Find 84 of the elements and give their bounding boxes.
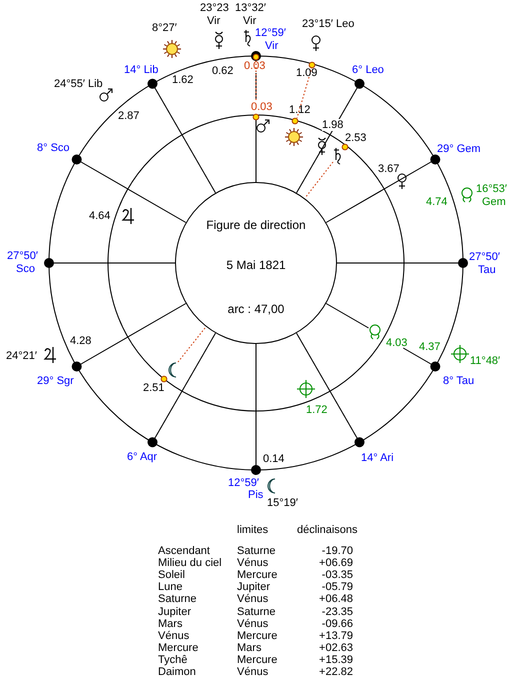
- value-label: 0.14: [263, 453, 284, 465]
- table-cell: Mercure: [237, 569, 278, 582]
- table-cell: +06.48: [319, 593, 353, 606]
- row-label: Jupiter: [158, 606, 192, 618]
- table-cell: +13.79: [319, 630, 353, 642]
- cusp-label: 6° Aqr: [127, 451, 158, 463]
- cusp-label: 27°50′: [469, 251, 500, 263]
- value-label: 4.74: [426, 196, 448, 208]
- value-label: 2.87: [118, 110, 140, 122]
- row-label: Soleil: [158, 569, 185, 582]
- value-label: 0.03: [251, 101, 272, 113]
- row-label: Mercure: [158, 642, 198, 654]
- table-cell: +06.69: [319, 557, 353, 570]
- column-header: déclinaisons: [297, 524, 358, 536]
- row-label: Milieu du ciel: [158, 557, 222, 570]
- value-label: 11°48′: [470, 355, 500, 367]
- table-cell: Vénus: [237, 618, 268, 630]
- value-label: 13°32′: [235, 2, 266, 14]
- value-label: 2.51: [143, 382, 164, 394]
- column-header: limites: [237, 524, 268, 536]
- value-label: 15°19′: [267, 497, 298, 509]
- table-cell: +15.39: [319, 654, 353, 666]
- cusp-label: 8° Sco: [37, 142, 70, 154]
- value-label: 4.28: [70, 335, 92, 347]
- value-label: 24°55′ Lib: [54, 78, 103, 90]
- cusp-label: 14° Ari: [361, 452, 394, 464]
- row-label: Mars: [158, 618, 182, 630]
- table-cell: Mercure: [237, 630, 278, 642]
- table-cell: Mercure: [237, 654, 278, 666]
- value-label: 4.37: [419, 341, 440, 353]
- table-cell: Mars: [237, 642, 262, 654]
- table-cell: -09.66: [322, 618, 353, 630]
- table-cell: -19.70: [322, 545, 353, 557]
- chart-arc: arc : 47,00: [226, 302, 286, 316]
- value-label: 1.72: [306, 404, 328, 416]
- row-label: Tychê: [158, 654, 188, 666]
- value-label: 4.03: [386, 337, 408, 349]
- table-cell: Vénus: [237, 557, 268, 570]
- row-label: Lune: [158, 581, 182, 594]
- cusp-label: 29° Gem: [437, 143, 481, 155]
- cusp-label: 8° Tau: [443, 375, 474, 387]
- row-label: Saturne: [158, 593, 197, 606]
- cusp-label: 12°59′: [228, 477, 259, 489]
- table-cell: -03.35: [322, 569, 353, 582]
- row-label: Vénus: [158, 630, 190, 642]
- table-cell: -05.79: [322, 581, 353, 594]
- value-label: 2.53: [345, 132, 366, 144]
- table-cell: Jupiter: [237, 581, 270, 594]
- cusp-label: 6° Leo: [352, 64, 384, 76]
- cusp-label: Pis: [248, 489, 264, 501]
- cusp-label: Vir: [265, 40, 278, 52]
- table-cell: Saturne: [237, 545, 276, 557]
- value-label: 0.03: [244, 60, 266, 72]
- cusp-label: 27°50′: [7, 250, 38, 262]
- value-label: 23°15′ Leo: [302, 18, 354, 30]
- cusp-label: Tau: [478, 264, 496, 276]
- table-cell: +22.82: [319, 666, 353, 678]
- value-label: 24°21′: [6, 350, 37, 362]
- value-label: Vir: [207, 15, 220, 27]
- table-cell: Vénus: [237, 666, 268, 678]
- value-label: 1.12: [289, 104, 310, 116]
- table-cell: Saturne: [237, 606, 276, 618]
- value-label: Gem: [482, 196, 506, 208]
- table-cell: -23.35: [322, 606, 353, 618]
- cusp-label: 29° Sgr: [37, 375, 74, 387]
- value-label: 1.09: [296, 67, 318, 79]
- chart-title: Figure de direction: [205, 218, 307, 232]
- cusp-label: Sco: [16, 263, 35, 275]
- cusp-label: 14° Lib: [124, 64, 158, 76]
- value-label: 23°23: [200, 2, 229, 14]
- chart-date: 5 Mai 1821: [225, 258, 287, 272]
- value-label: 1.62: [172, 74, 194, 86]
- value-label: 16°53′: [476, 183, 507, 195]
- table-cell: Vénus: [237, 593, 268, 606]
- value-label: Vir: [243, 15, 256, 27]
- row-label: Ascendant: [158, 545, 210, 557]
- table-cell: +02.63: [319, 642, 353, 654]
- value-label: 8°27′: [152, 22, 177, 34]
- value-label: 3.67: [378, 163, 400, 175]
- cusp-label: 12°59′: [255, 27, 286, 39]
- row-label: Daimon: [158, 666, 196, 678]
- value-label: 0.62: [212, 65, 234, 77]
- value-label: 4.64: [89, 210, 110, 222]
- value-label: 1.98: [322, 119, 344, 131]
